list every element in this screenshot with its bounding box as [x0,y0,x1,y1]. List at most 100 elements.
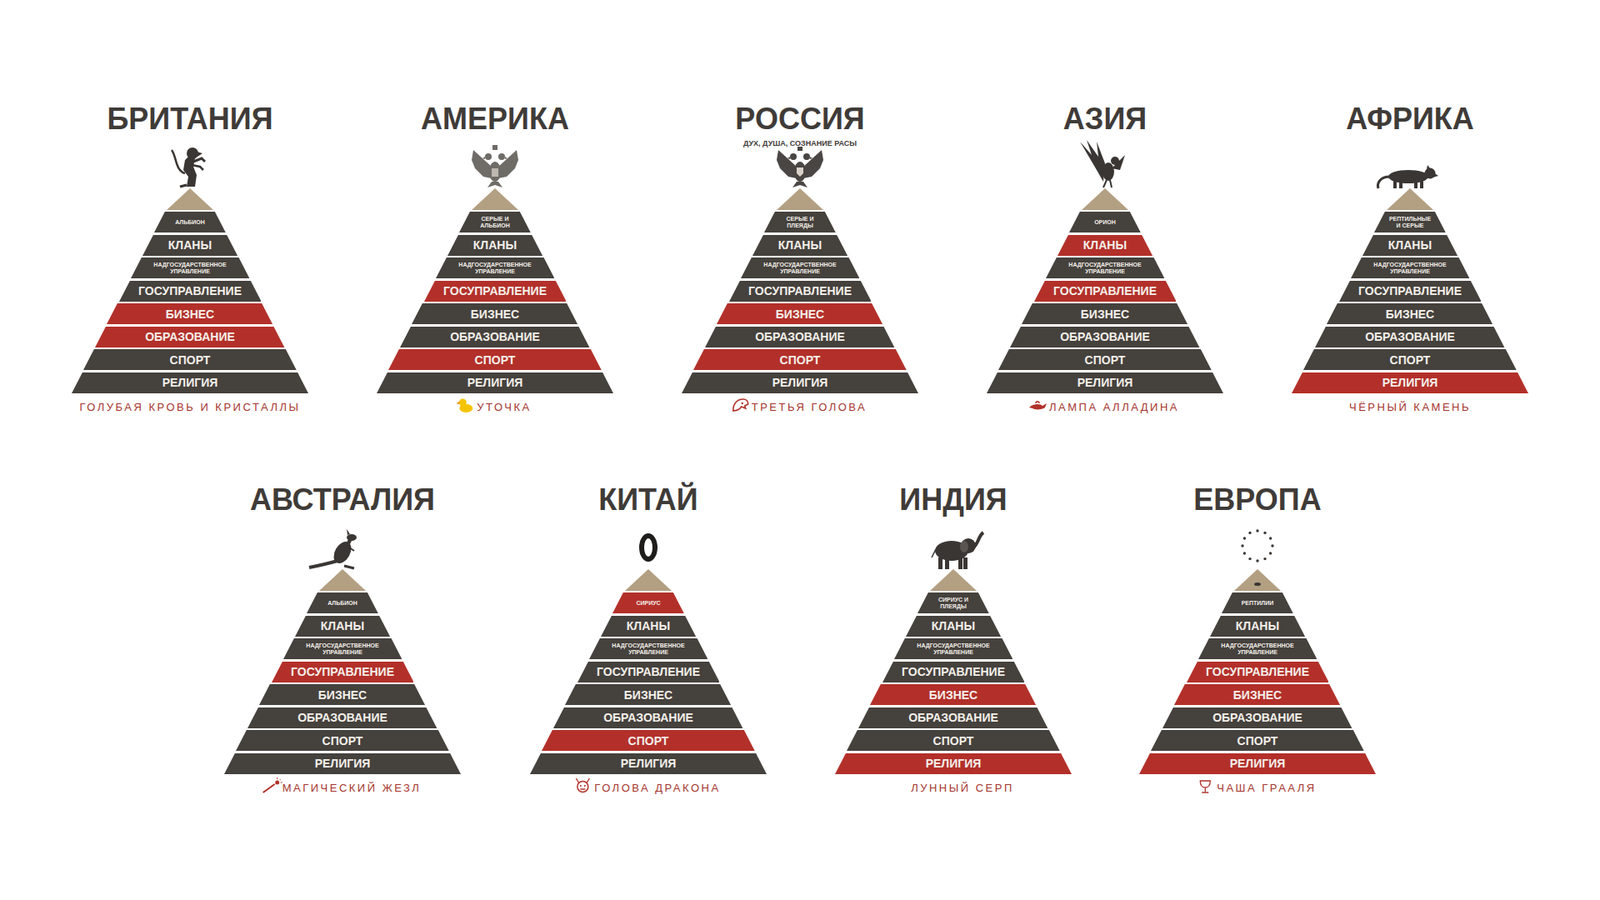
title-slot: АФРИКА [1276,102,1544,136]
pyramid-band: НАДГОСУДАРСТВЕННОЕ УПРАВЛЕНИЕ [740,257,860,279]
caption-slot: УТОЧКА [361,399,629,415]
band-shape [870,684,1036,705]
lion-icon [171,147,205,187]
caption-text: ЧЁРНЫЙ КАМЕНЬ [1349,400,1471,415]
band-note: АЛЬБИОН [327,600,358,606]
caption-slot: МАГИЧЕСКИЙ ЖЕЗЛ [209,780,476,795]
band-shape [1034,280,1177,302]
subtitle-slot: ДУХ, ДУША, СОЗНАНИЕ РАСЫ [666,134,934,150]
band-label: ГОСУПРАВЛЕНИЕ [1205,665,1310,678]
band-label: СПОРТ [780,354,821,366]
band-shape [95,326,285,348]
band-label: ОБРАЗОВАНИЕ [1212,711,1303,724]
pyramid-band: НАДГОСУДАРСТВЕННОЕ УПРАВЛЕНИЕ [589,638,708,660]
pyramid-band: БИЗНЕС [106,303,273,325]
band-label: ГОСУПРАВЛЕНИЕ [1053,285,1157,297]
caption-text: ГОЛУБАЯ КРОВЬ И КРИСТАЛЛЫ [80,400,301,415]
lamp-icon [1029,401,1047,410]
pyramid-band: КЛАНЫ [1057,235,1153,256]
pyramid-band: КЛАНЫ [905,615,1001,637]
pyramid-tips [166,188,1434,591]
pyramid-band: НАДГОСУДАРСТВЕННОЕ УПРАВЛЕНИЕ [1350,257,1470,279]
pyramid-tip [625,569,672,591]
pyramid-band: ГОСУПРАВЛЕНИЕ [1339,280,1482,302]
region-title: АЗИЯ [1063,102,1147,136]
caption-text: ГОЛОВА ДРАКОНА [594,781,720,795]
pyramid-group: РОССИЯДУХ, ДУША, СОЗНАНИЕ РАСЫ ТРЕТЬЯ ГОЛ… [666,102,934,420]
band-label: КЛАНЫ [931,620,975,632]
band-shape [1350,257,1470,279]
pyramid-group: ИНДИЯЛУННЫЙ СЕРПСИРИУС И ПЛЕЯДЫКЛАНЫНАДГ… [820,483,1087,800]
band-shape [681,372,919,394]
caption-text: ЧАША ГРААЛЯ [1216,781,1316,795]
band-label: БИЗНЕС [929,689,978,701]
title-slot: АЗИЯ [971,102,1239,136]
region-title: КИТАЙ [598,483,698,517]
band-note: СЕРЫЕ И ПЛЕЯДЫ [777,215,823,229]
eye-symbol [1254,582,1261,586]
band-shape [154,211,226,233]
band-shape [424,280,567,302]
band-shape [224,753,461,775]
band-label: ОБРАЗОВАНИЕ [297,711,388,724]
pyramid-band: ОРИОН [1069,211,1141,233]
eagle-icon [471,145,519,188]
band-shape [835,753,1072,775]
title-slot: РОССИЯ [666,102,934,136]
pyramid-band: ОБРАЗОВАНИЕ [858,707,1048,729]
pyramid-band: ОБРАЗОВАНИЕ [705,326,895,348]
band-shape [1139,753,1376,775]
band-label: БИЗНЕС [1233,689,1282,701]
caption-text: УТОЧКА [476,400,531,415]
pyramid-band: БИЗНЕС [716,303,883,325]
band-shape [530,753,767,775]
pyramid-band: КЛАНЫ [752,235,848,256]
band-shape [577,661,720,683]
pyramid-band: БИЗНЕС [259,684,425,705]
band-label: БИЗНЕС [1080,308,1130,320]
title-slot: АМЕРИКА [361,102,629,136]
panther-icon [1378,165,1439,189]
band-shape [1186,661,1330,683]
pyramid-band: АЛЬБИОН [306,592,379,614]
band-note: АЛЬБИОН [175,219,205,225]
band-label: ГОСУПРАВЛЕНИЕ [138,285,242,297]
band-shape [600,615,696,637]
band-label: БИЗНЕС [624,689,673,701]
grail-icon [1200,780,1210,793]
band-shape [1057,235,1153,256]
band-label: СПОРТ [1085,354,1126,366]
pyramid-tip [1234,569,1281,591]
pyramid-band: РЕЛИГИЯ [376,372,614,394]
band-shape [83,349,297,370]
band-shape [447,235,543,256]
band-label: ГОСУПРАВЛЕНИЕ [596,665,700,678]
region-title: БРИТАНИЯ [106,102,273,136]
caption-slot: ТРЕТЬЯ ГОЛОВА [666,399,934,415]
band-label: ОБРАЗОВАНИЕ [603,711,694,724]
band-note: НАДГОСУДАРСТВЕННОЕ УПРАВЛЕНИЕ [1063,261,1147,275]
pyramid-band: БИЗНЕС [870,684,1036,705]
band-shape [858,707,1048,729]
band-label: ОБРАЗОВАНИЕ [755,330,845,343]
band-note: СИРИУС И ПЛЕЯДЫ [930,596,976,610]
band-shape [917,592,990,614]
band-label: РЕЛИГИЯ [1382,376,1439,389]
band-shape [1069,211,1141,233]
band-label: РЕЛИГИЯ [1077,376,1134,389]
caption-text: ЛУННЫЙ СЕРП [910,781,1015,795]
band-label: КЛАНЫ [1388,239,1432,251]
pyramid-tip [1081,188,1129,210]
pyramid-band: СПОРТ [1303,349,1517,370]
duck-icon [455,399,473,414]
pyramid-band: КЛАНЫ [447,235,543,256]
band-label: КЛАНЫ [1083,239,1127,251]
band-label: КЛАНЫ [168,239,212,251]
pyramid-band: КЛАНЫ [1210,615,1305,637]
pyramid-band: НАДГОСУДАРСТВЕННОЕ УПРАВЛЕНИЕ [130,257,250,279]
region-title: РОССИЯ [735,102,865,136]
band-label: СПОРТ [170,354,211,366]
pyramid-band: ОБРАЗОВАНИЕ [1010,326,1200,348]
band-label: СПОРТ [475,354,516,366]
